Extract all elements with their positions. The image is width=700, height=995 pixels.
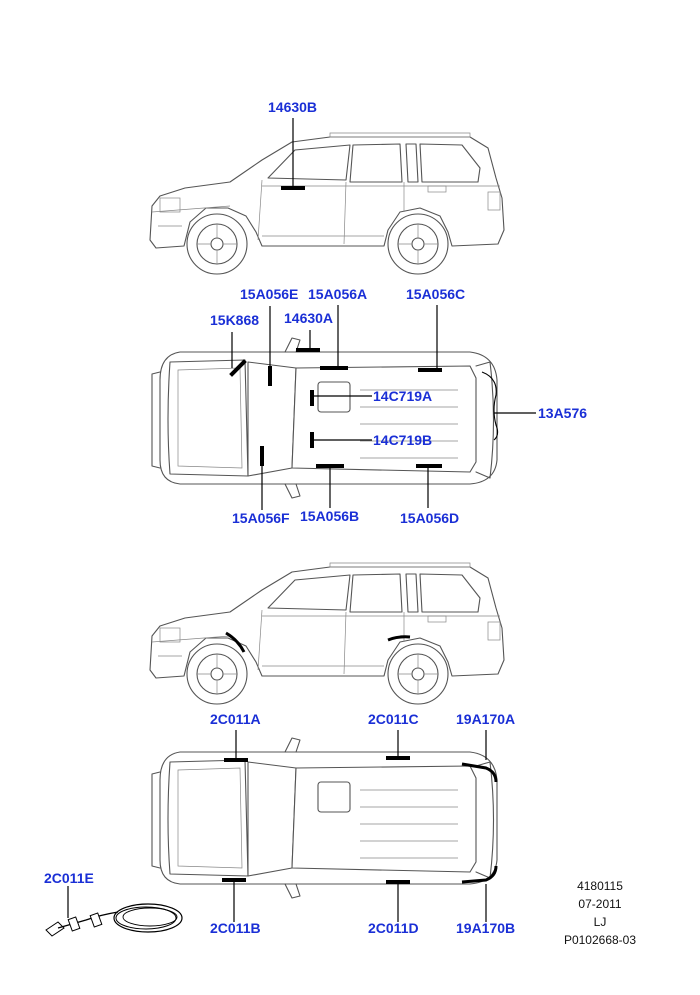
top-view-1 xyxy=(151,337,498,499)
callout-2C011B[interactable]: 2C011B xyxy=(210,920,261,936)
callout-19A170A[interactable]: 19A170A xyxy=(456,711,516,727)
callout-15A056C[interactable]: 15A056C xyxy=(406,286,466,302)
callout-14630B[interactable]: 14630B xyxy=(268,99,318,115)
drawing-reference: P0102668-03 xyxy=(563,933,637,947)
callout-15A056E[interactable]: 15A056E xyxy=(240,286,299,302)
callout-15A056D[interactable]: 15A056D xyxy=(400,510,460,526)
callout-15A056A[interactable]: 15A056A xyxy=(308,286,368,302)
callout-15A056F[interactable]: 15A056F xyxy=(232,510,290,526)
callout-2C011C[interactable]: 2C011C xyxy=(368,711,419,727)
callout-19A170B[interactable]: 19A170B xyxy=(456,920,516,936)
leaders-side-1 xyxy=(281,118,305,190)
harness-2C011E xyxy=(45,886,183,937)
leaders-top-1 xyxy=(229,305,536,510)
drawing-initials: LJ xyxy=(593,915,607,929)
callout-2C011E[interactable]: 2C011E xyxy=(44,870,94,886)
top-view-2 xyxy=(151,737,498,899)
drawing-code: 4180115 xyxy=(577,879,623,893)
side-view-1 xyxy=(149,132,505,275)
drawing-date: 07-2011 xyxy=(578,897,622,911)
leaders-top-2 xyxy=(222,730,498,922)
callout-15K868[interactable]: 15K868 xyxy=(210,312,260,328)
callout-14C719B[interactable]: 14C719B xyxy=(373,432,433,448)
callout-14C719A[interactable]: 14C719A xyxy=(373,388,433,404)
side-view-2 xyxy=(149,562,505,705)
callout-2C011A[interactable]: 2C011A xyxy=(210,711,261,727)
callout-14630A[interactable]: 14630A xyxy=(284,310,334,326)
callout-2C011D[interactable]: 2C011D xyxy=(368,920,419,936)
marks-side-2 xyxy=(225,631,411,653)
callout-13A576[interactable]: 13A576 xyxy=(538,405,588,421)
callout-15A056B[interactable]: 15A056B xyxy=(300,508,360,524)
